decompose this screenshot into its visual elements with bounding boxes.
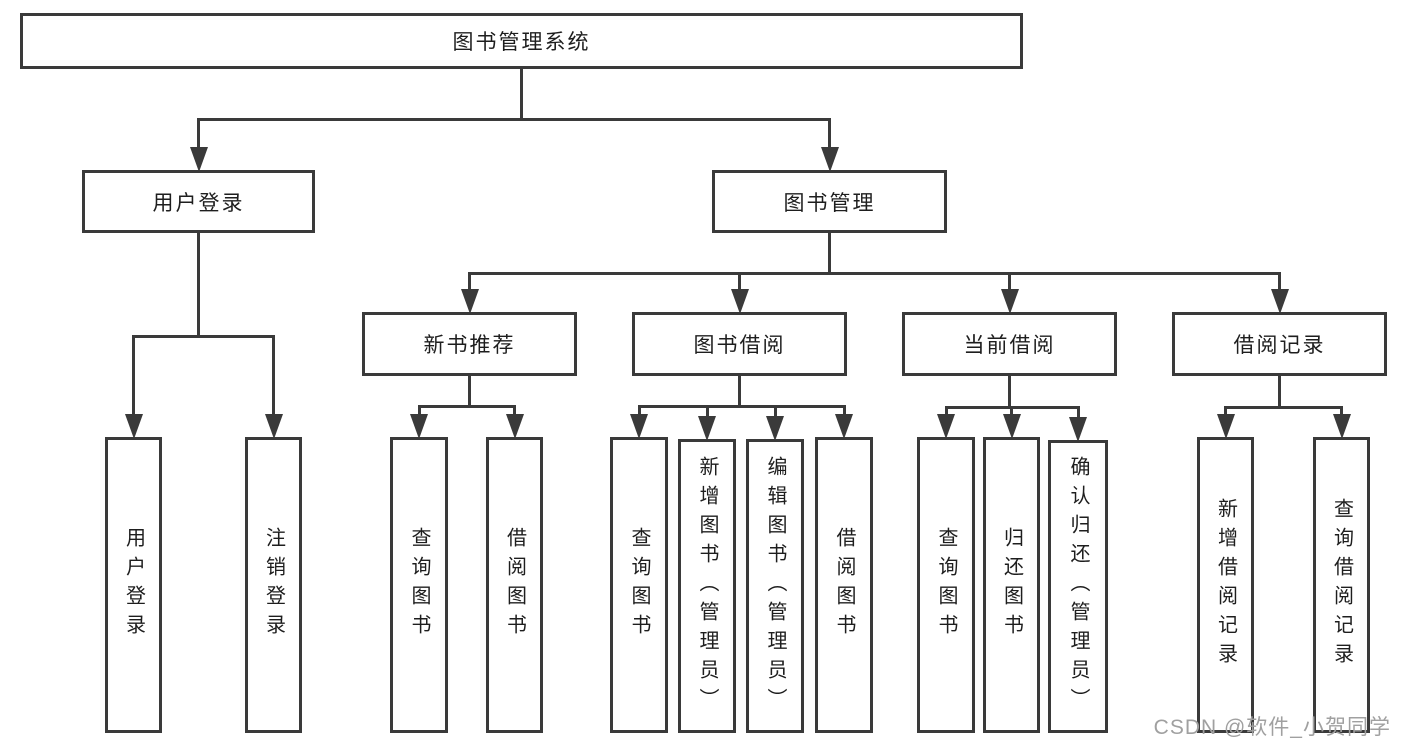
arrow-down-icon xyxy=(835,414,853,439)
node-bookmgmt: 图书管理 xyxy=(712,170,947,233)
arrow-down-icon xyxy=(937,414,955,439)
arrow-down-icon xyxy=(124,414,143,439)
node-label-bb-query: 查询图书 xyxy=(628,527,650,643)
connector-line xyxy=(197,118,831,121)
node-label-cb-confirm: 确认归还（管理员） xyxy=(1067,456,1089,717)
node-nb-borrow: 借阅图书 xyxy=(486,437,543,733)
node-bb-borrow: 借阅图书 xyxy=(815,437,873,733)
connector-line xyxy=(1008,272,1011,304)
node-bb-edit: 编辑图书（管理员） xyxy=(746,439,804,733)
node-label-newbook: 新书推荐 xyxy=(423,334,516,357)
connector-line xyxy=(197,118,200,162)
connector-line xyxy=(1224,406,1343,409)
arrow-down-icon xyxy=(1270,289,1289,314)
node-logout: 注销登录 xyxy=(245,437,302,733)
node-label-userlogin: 用户登录 xyxy=(122,527,145,643)
node-label-rec-add: 新增借阅记录 xyxy=(1214,498,1237,672)
arrow-down-icon xyxy=(730,289,749,314)
node-cb-return: 归还图书 xyxy=(983,437,1040,733)
arrow-down-icon xyxy=(264,414,283,439)
node-label-logout: 注销登录 xyxy=(262,527,285,643)
node-rec-add: 新增借阅记录 xyxy=(1197,437,1254,733)
connector-line xyxy=(468,272,471,304)
node-bb-add: 新增图书（管理员） xyxy=(678,439,736,733)
connector-line xyxy=(1278,272,1281,304)
arrow-down-icon xyxy=(820,147,839,172)
connector-line xyxy=(417,405,516,408)
node-label-bb-add: 新增图书（管理员） xyxy=(696,455,718,717)
connector-line xyxy=(272,335,275,429)
node-label-nb-borrow: 借阅图书 xyxy=(503,527,526,643)
node-borrowmgr: 图书借阅 xyxy=(632,312,847,376)
arrow-down-icon xyxy=(698,416,716,441)
arrow-down-icon xyxy=(766,416,784,441)
arrow-down-icon xyxy=(460,289,479,314)
connector-line xyxy=(132,335,275,338)
connector-line xyxy=(738,272,741,304)
arrow-down-icon xyxy=(505,414,524,439)
arrow-down-icon xyxy=(1002,414,1021,439)
node-bb-query: 查询图书 xyxy=(610,437,668,733)
node-label-records: 借阅记录 xyxy=(1233,334,1326,357)
connector-line xyxy=(132,335,135,429)
arrow-down-icon xyxy=(1216,414,1235,439)
arrow-down-icon xyxy=(1000,289,1019,314)
node-rec-query: 查询借阅记录 xyxy=(1313,437,1370,733)
node-label-bookmgmt: 图书管理 xyxy=(783,191,876,215)
node-cb-confirm: 确认归还（管理员） xyxy=(1048,440,1108,733)
node-label-bb-borrow: 借阅图书 xyxy=(833,527,855,643)
node-userlogin: 用户登录 xyxy=(105,437,162,733)
node-label-nb-query: 查询图书 xyxy=(408,527,430,643)
node-label-login: 用户登录 xyxy=(152,191,245,215)
connector-line xyxy=(828,232,831,275)
node-label-rec-query: 查询借阅记录 xyxy=(1330,498,1353,672)
arrow-down-icon xyxy=(1069,417,1087,442)
connector-line xyxy=(468,272,1281,275)
node-currentbrw: 当前借阅 xyxy=(902,312,1117,376)
node-label-root: 图书管理系统 xyxy=(452,31,591,54)
connector-line xyxy=(197,232,200,338)
connector-line xyxy=(1278,375,1281,409)
arrow-down-icon xyxy=(630,414,648,439)
node-label-borrowmgr: 图书借阅 xyxy=(693,334,786,357)
watermark-text: CSDN @软件_小贺同学 xyxy=(1153,716,1391,739)
connector-line xyxy=(738,375,741,408)
node-newbook: 新书推荐 xyxy=(362,312,577,376)
connector-line xyxy=(520,68,523,121)
node-label-currentbrw: 当前借阅 xyxy=(963,334,1056,357)
connector-line xyxy=(828,118,831,162)
node-records: 借阅记录 xyxy=(1172,312,1387,376)
arrow-down-icon xyxy=(189,147,208,172)
node-cb-query: 查询图书 xyxy=(917,437,975,733)
node-nb-query: 查询图书 xyxy=(390,437,448,733)
node-login: 用户登录 xyxy=(82,170,315,233)
node-label-cb-return: 归还图书 xyxy=(1000,527,1023,643)
connector-line xyxy=(1008,375,1011,409)
connector-line xyxy=(637,405,846,408)
node-label-bb-edit: 编辑图书（管理员） xyxy=(764,455,786,717)
arrow-down-icon xyxy=(410,414,428,439)
connector-line xyxy=(468,375,471,408)
arrow-down-icon xyxy=(1332,414,1351,439)
node-label-cb-query: 查询图书 xyxy=(935,527,957,643)
node-root: 图书管理系统 xyxy=(20,13,1023,69)
